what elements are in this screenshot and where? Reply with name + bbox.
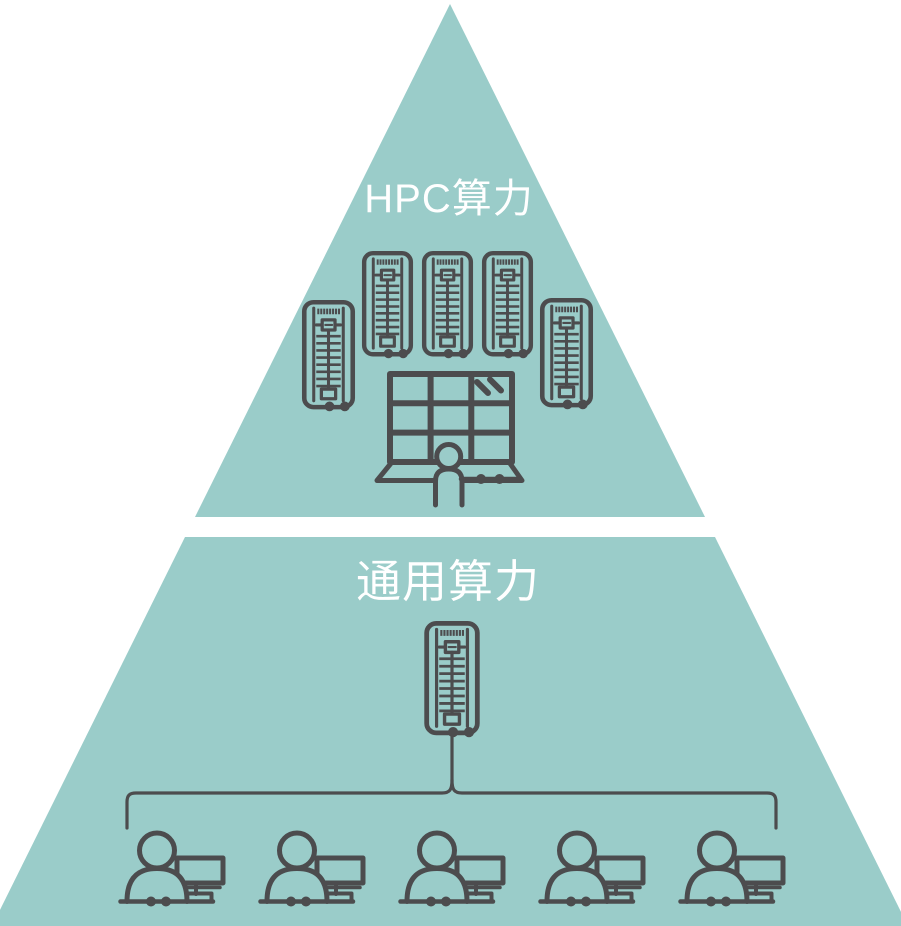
data-center-cabinet-icon	[374, 371, 525, 508]
glass-shine-icon	[474, 376, 504, 396]
hpc-tier-label: HPC算力	[364, 177, 533, 221]
distribution-connector-line	[125, 734, 778, 830]
cable-dots	[458, 474, 521, 484]
general-tier-label: 通用算力	[356, 556, 540, 607]
operator-person-icon	[433, 442, 465, 508]
